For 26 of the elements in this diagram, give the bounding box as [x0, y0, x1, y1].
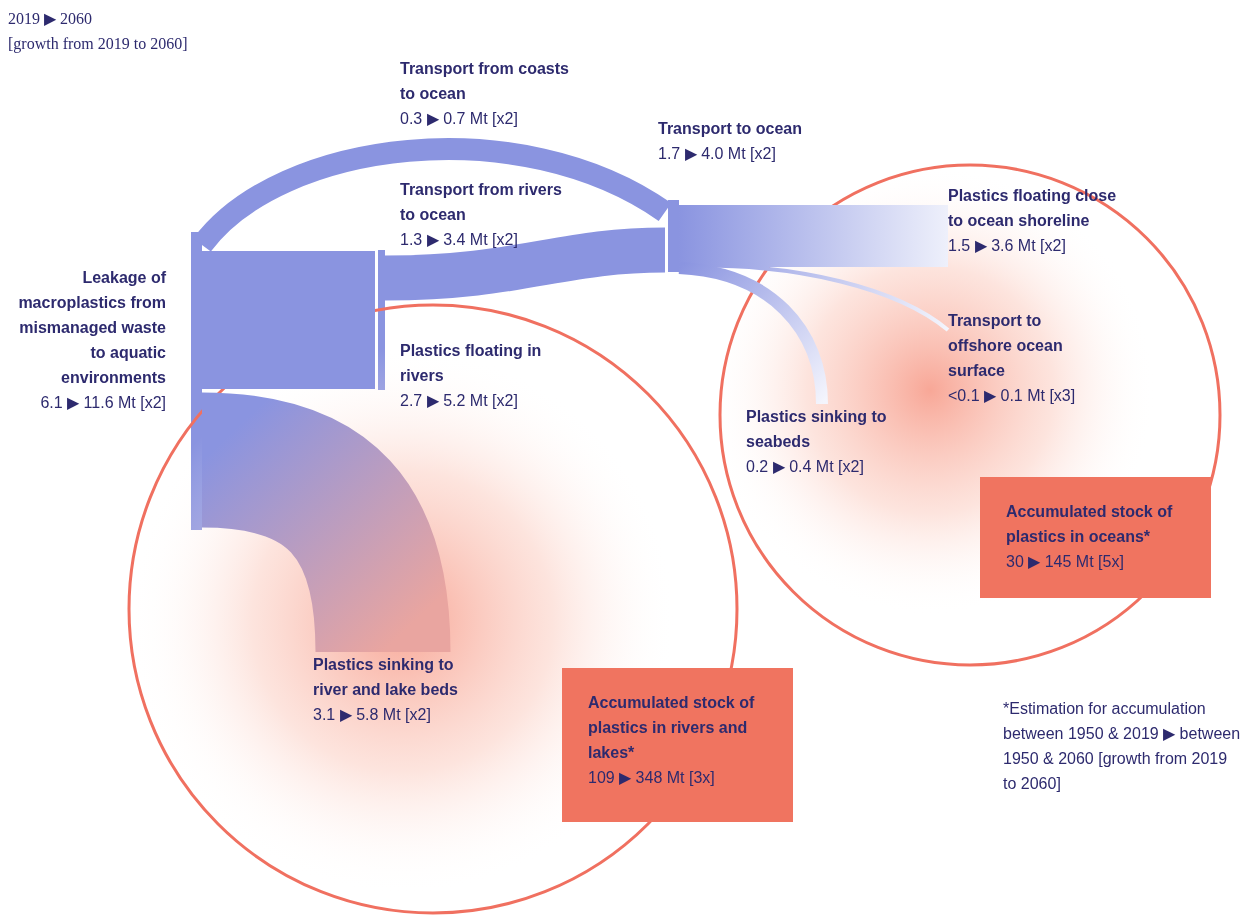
- flow-heading: Transport to offshore ocean surface: [948, 311, 1064, 381]
- stock-panel: [980, 477, 1211, 598]
- flow-value: 0.2 ▶ 0.4 Mt [x2]: [746, 457, 865, 477]
- flow-band: [199, 392, 451, 655]
- flow-value: 3.1 ▶ 5.8 Mt [x2]: [313, 705, 432, 725]
- footnote: *Estimation for accumulation between 1950 & 2019 ▶ between 1950 & 2060 [growth from 2019 to 2060]: [1003, 699, 1242, 794]
- flow-value: 2.7 ▶ 5.2 Mt [x2]: [400, 391, 519, 411]
- flow-heading: Leakage of macroplastics from mismanaged waste to aquatic environments: [17, 268, 166, 388]
- flow-band: [679, 205, 948, 267]
- stock-heading: Accumulated stock of plastics in rivers and lakes*: [588, 693, 756, 763]
- stock-heading: Accumulated stock of plastics in oceans*: [1006, 502, 1174, 547]
- stock-value: 109 ▶ 348 Mt [3x]: [588, 768, 716, 788]
- flow-value: <0.1 ▶ 0.1 Mt [x3]: [948, 386, 1077, 406]
- flow-value: 6.1 ▶ 11.6 Mt [x2]: [39, 393, 166, 413]
- growth-note: [growth from 2019 to 2060]: [8, 34, 189, 55]
- stock-value: 30 ▶ 145 Mt [5x]: [1006, 552, 1125, 572]
- stock-panel: [562, 668, 793, 822]
- flow-heading: Plastics floating in rivers: [400, 341, 543, 386]
- edge-label: Transport from coasts to ocean 0.3 ▶ 0.7 Mt [x2]: [400, 59, 570, 129]
- flow-heading: Transport to ocean: [658, 119, 804, 139]
- flow-heading: Plastics sinking to seabeds: [746, 407, 888, 452]
- year-range-label: 2019 ▶ 2060: [8, 9, 93, 29]
- edge-label: Transport from rivers to ocean 1.3 ▶ 3.4 Mt [x2]: [400, 180, 563, 250]
- flow-heading: Plastics sinking to river and lake beds: [313, 655, 459, 700]
- flow-value: 1.7 ▶ 4.0 Mt [x2]: [658, 144, 777, 164]
- flow-value: 1.5 ▶ 3.6 Mt [x2]: [948, 236, 1067, 256]
